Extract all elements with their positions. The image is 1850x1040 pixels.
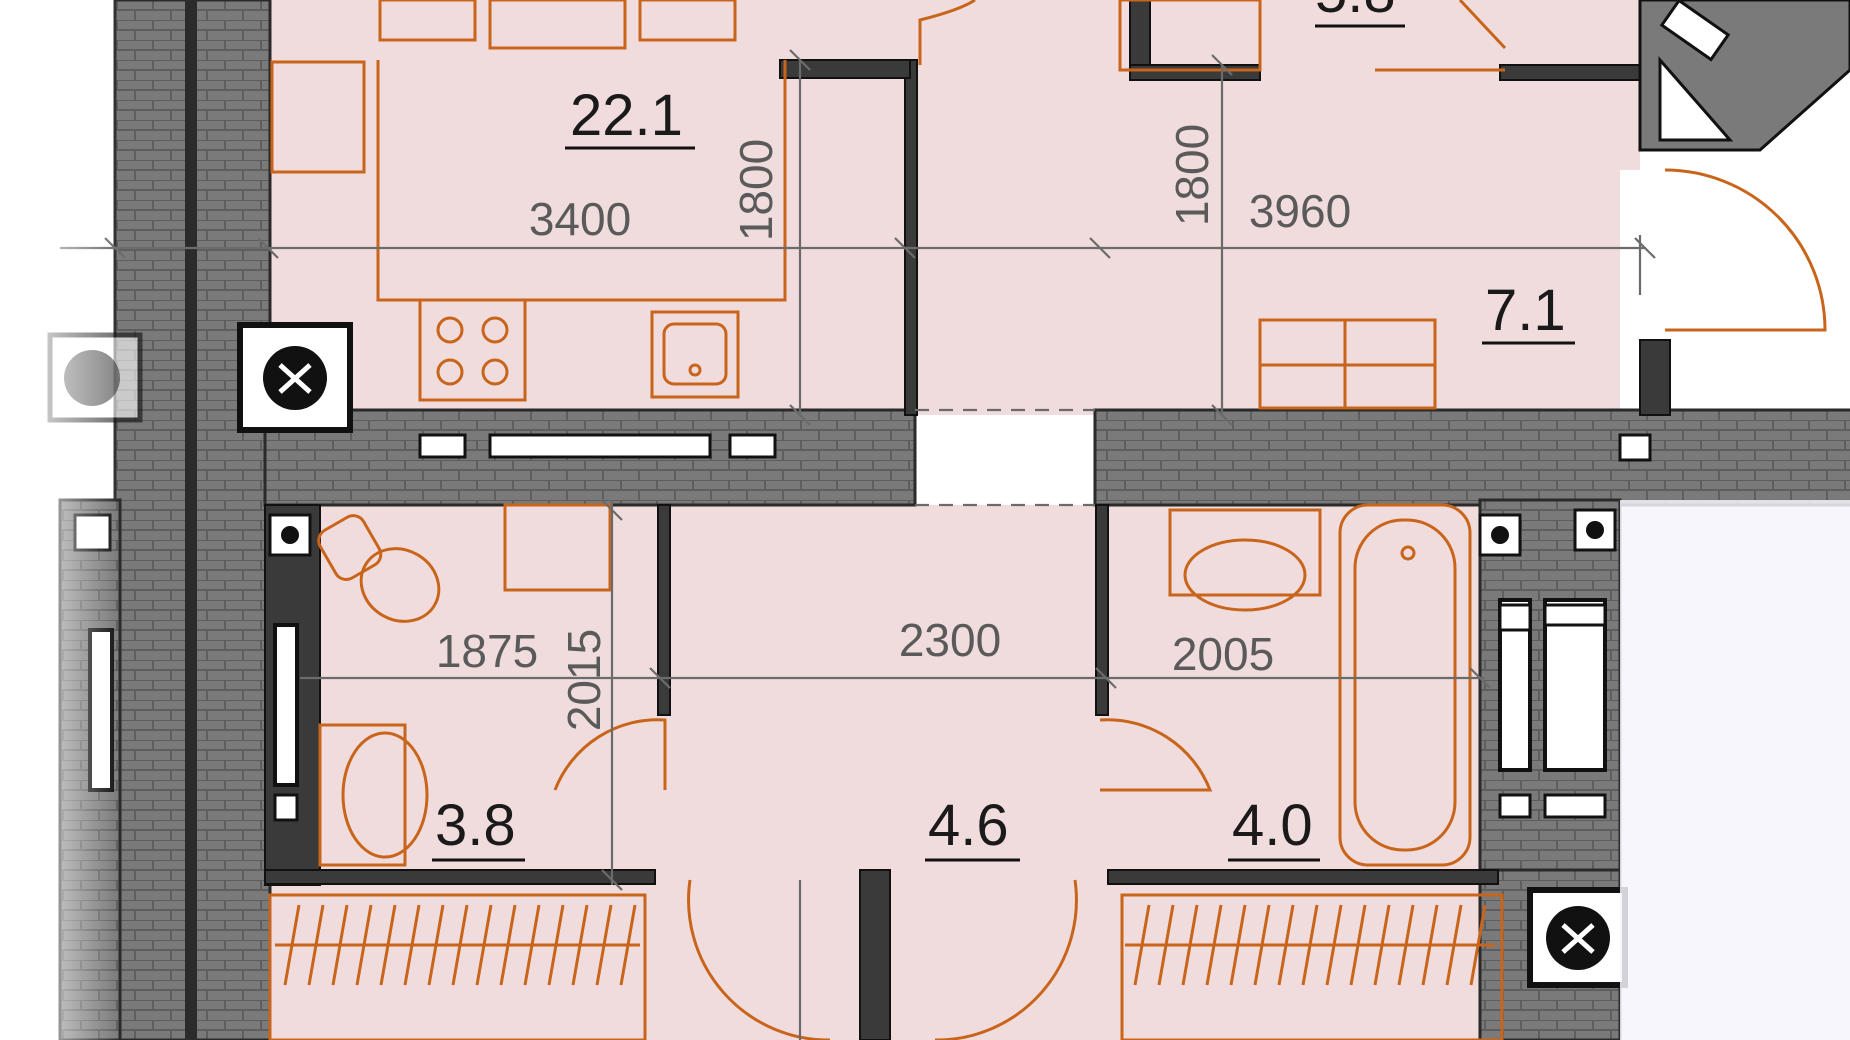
dim-kitchen-width: 3400 <box>529 193 631 245</box>
area-toilet: 3.8 <box>435 793 516 858</box>
area-top-room: 5.8 <box>1315 0 1396 25</box>
dim-bath-width: 2005 <box>1172 628 1274 680</box>
furniture <box>268 0 1827 1040</box>
left-fade <box>0 0 120 1040</box>
wardrobe-hangers-left <box>275 904 640 986</box>
area-kitchen: 22.1 <box>570 83 683 148</box>
dimension-lines <box>60 49 1656 1040</box>
dimension-labels: 3400 1800 1800 3960 1875 2015 2300 2005 <box>436 124 1351 731</box>
dim-toilet-depth: 2015 <box>558 629 610 731</box>
area-corridor-right: 7.1 <box>1485 278 1566 343</box>
area-labels: 22.1 5.8 7.1 3.8 4.6 4.0 <box>432 0 1575 862</box>
dim-toilet-width: 1875 <box>436 625 538 677</box>
dim-hall-width: 2300 <box>899 614 1001 666</box>
dim-right-depth: 1800 <box>1166 124 1218 226</box>
wardrobe-hangers-right <box>1125 904 1495 986</box>
dim-right-width: 3960 <box>1249 185 1351 237</box>
area-hall: 4.6 <box>928 793 1009 858</box>
right-fade <box>1620 500 1850 1040</box>
top-right-shaft <box>1638 0 1850 152</box>
area-bathroom: 4.0 <box>1232 793 1313 858</box>
dim-kitchen-depth: 1800 <box>730 139 782 241</box>
walls <box>263 0 1850 1040</box>
